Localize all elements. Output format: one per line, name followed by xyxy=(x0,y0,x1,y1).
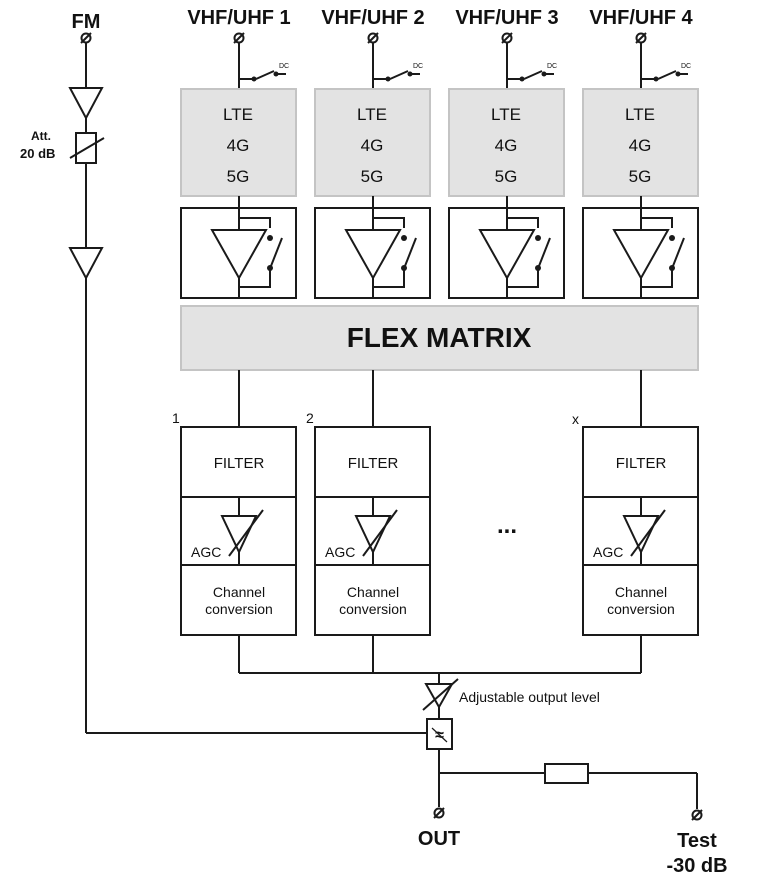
dc-switch-2: DC xyxy=(373,63,423,82)
test-label: Test xyxy=(677,830,717,852)
dc-label: DC xyxy=(413,63,423,70)
5g-label: 5G xyxy=(495,167,518,186)
adjustable-output-label: Adjustable output level xyxy=(459,689,600,705)
attenuator-label-line2: 20 dB xyxy=(20,146,55,161)
vhf-uhf-1-label: VHF/UHF 1 xyxy=(187,7,290,29)
lte-label: LTE xyxy=(625,105,655,124)
test-level-label: -30 dB xyxy=(666,855,727,877)
agc-label: AGC xyxy=(325,544,355,560)
lte-label: LTE xyxy=(491,105,521,124)
vhf-uhf-1-connector xyxy=(233,32,245,44)
vhf-uhf-3-connector xyxy=(501,32,513,44)
vhf-uhf-4-connector xyxy=(635,32,647,44)
more-channels-ellipsis: ... xyxy=(497,512,517,539)
fm-amplifier-1 xyxy=(68,87,104,121)
4g-label: 4G xyxy=(629,136,652,155)
channel-index-1: 1 xyxy=(172,410,180,426)
out-label: OUT xyxy=(418,828,460,850)
channel-conversion-label-line2: conversion xyxy=(205,601,273,617)
lte-label: LTE xyxy=(357,105,387,124)
attenuator-label-line1: Att. xyxy=(31,129,51,143)
channel-conversion-label-line2: conversion xyxy=(339,601,407,617)
vhf-uhf-2-connector xyxy=(367,32,379,44)
channel-conversion-label-line1: Channel xyxy=(615,584,667,600)
lte-block-2 xyxy=(314,88,431,197)
channel-block-1 xyxy=(180,426,297,636)
flex-matrix-label: FLEX MATRIX xyxy=(347,322,532,353)
vhf-uhf-4-label: VHF/UHF 4 xyxy=(589,7,693,29)
channel-index-x: x xyxy=(572,411,579,427)
4g-label: 4G xyxy=(495,136,518,155)
dc-switch-4: DC xyxy=(641,63,691,82)
test-connector xyxy=(691,809,703,821)
lte-block-3 xyxy=(448,88,565,197)
filter-label: FILTER xyxy=(214,455,265,472)
channel-index-2: 2 xyxy=(306,410,314,426)
4g-label: 4G xyxy=(227,136,250,155)
channel-block-x xyxy=(582,426,699,636)
vhf-uhf-2-label: VHF/UHF 2 xyxy=(321,7,424,29)
dc-label: DC xyxy=(681,63,691,70)
test-attenuator-resistor xyxy=(544,763,589,784)
filter-label: FILTER xyxy=(616,455,667,472)
lte-block-4 xyxy=(582,88,699,197)
amplifier-bypass-block-2 xyxy=(314,196,431,299)
filter-label: FILTER xyxy=(348,455,399,472)
5g-label: 5G xyxy=(361,167,384,186)
dc-switch-1: DC xyxy=(239,63,289,82)
channel-conversion-label-line1: Channel xyxy=(347,584,399,600)
5g-label: 5G xyxy=(227,167,250,186)
adjustable-output-amplifier xyxy=(422,678,459,719)
dc-label: DC xyxy=(279,63,289,70)
dc-label: DC xyxy=(547,63,557,70)
amplifier-bypass-block-3 xyxy=(448,196,565,299)
lte-label: LTE xyxy=(223,105,253,124)
dc-switch-3: DC xyxy=(507,63,557,82)
fm-attenuator xyxy=(69,132,105,164)
agc-label: AGC xyxy=(593,544,623,560)
channel-block-2 xyxy=(314,426,431,636)
5g-label: 5G xyxy=(629,167,652,186)
lte-block-1 xyxy=(180,88,297,197)
diplexer-filter: ≈ xyxy=(426,718,453,750)
channel-conversion-label-line2: conversion xyxy=(607,601,675,617)
4g-label: 4G xyxy=(361,136,384,155)
channel-conversion-label-line1: Channel xyxy=(213,584,265,600)
amplifier-bypass-block-4 xyxy=(582,196,699,299)
fm-label: FM xyxy=(72,11,101,33)
out-connector xyxy=(433,807,445,819)
agc-label: AGC xyxy=(191,544,221,560)
fm-amplifier-2 xyxy=(68,247,104,281)
fm-connector xyxy=(80,32,92,44)
amplifier-bypass-block-1 xyxy=(180,196,297,299)
vhf-uhf-3-label: VHF/UHF 3 xyxy=(455,7,558,29)
flex-matrix-block xyxy=(180,305,699,371)
